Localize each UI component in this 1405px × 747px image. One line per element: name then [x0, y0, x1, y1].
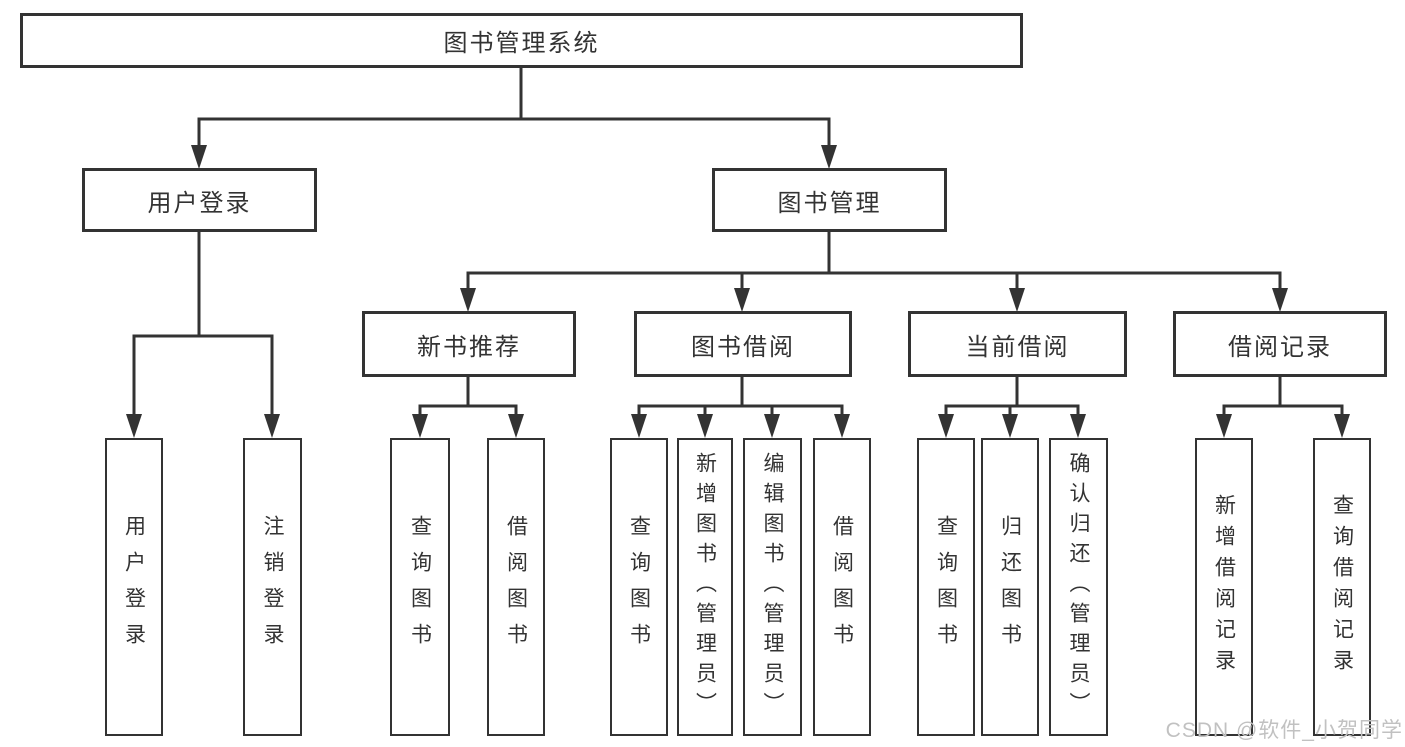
leaf-borrow-query-books: 查询图书: [610, 438, 668, 736]
leaf-current-confirm-return-admin: 确认归还（管理员）: [1049, 438, 1108, 736]
leaf-records-add-borrow-record: 新增借阅记录: [1195, 438, 1253, 736]
node-book-management: 图书管理: [712, 168, 947, 232]
node-system-root: 图书管理系统: [20, 13, 1023, 68]
node-label: 图书借阅: [691, 333, 795, 361]
leaf-newbook-borrow-books: 借阅图书: [487, 438, 545, 736]
node-label: 用户登录: [147, 189, 252, 217]
leaf-current-return-books: 归还图书: [981, 438, 1039, 736]
leaf-label: 新增借阅记录: [1212, 494, 1236, 680]
leaf-label: 借阅图书: [830, 515, 854, 659]
leaf-borrow-borrow-books: 借阅图书: [813, 438, 871, 736]
node-label: 图书管理: [777, 189, 882, 217]
node-borrow-records: 借阅记录: [1173, 311, 1387, 377]
leaf-label: 注销登录: [261, 515, 285, 659]
leaf-label: 查询图书: [627, 515, 651, 659]
node-new-book-recommend: 新书推荐: [362, 311, 576, 377]
leaf-newbook-query-books: 查询图书: [390, 438, 450, 736]
leaf-label: 查询图书: [934, 515, 958, 659]
leaf-current-query-books: 查询图书: [917, 438, 975, 736]
leaf-label: 用户登录: [122, 515, 146, 659]
csdn-watermark: CSDN @软件_小贺同学: [1165, 719, 1403, 742]
leaf-label: 借阅图书: [504, 515, 528, 659]
node-label: 新书推荐: [417, 333, 521, 361]
leaf-records-query-borrow-record: 查询借阅记录: [1313, 438, 1371, 736]
node-label: 图书管理系统: [443, 30, 600, 57]
node-label: 当前借阅: [965, 333, 1070, 361]
leaf-label: 归还图书: [998, 515, 1022, 659]
leaf-label: 新增图书（管理员）: [693, 452, 717, 722]
node-label: 借阅记录: [1228, 333, 1332, 361]
leaf-logout: 注销登录: [243, 438, 302, 736]
leaf-label: 查询借阅记录: [1330, 494, 1354, 680]
node-user-login: 用户登录: [82, 168, 317, 232]
node-current-borrow: 当前借阅: [908, 311, 1127, 377]
leaf-borrow-edit-books-admin: 编辑图书（管理员）: [743, 438, 802, 736]
leaf-label: 查询图书: [408, 515, 432, 659]
node-book-borrow: 图书借阅: [634, 311, 852, 377]
leaf-borrow-add-books-admin: 新增图书（管理员）: [677, 438, 733, 736]
leaf-label: 确认归还（管理员）: [1067, 452, 1091, 722]
leaf-user-login: 用户登录: [105, 438, 163, 736]
leaf-label: 编辑图书（管理员）: [761, 452, 785, 722]
